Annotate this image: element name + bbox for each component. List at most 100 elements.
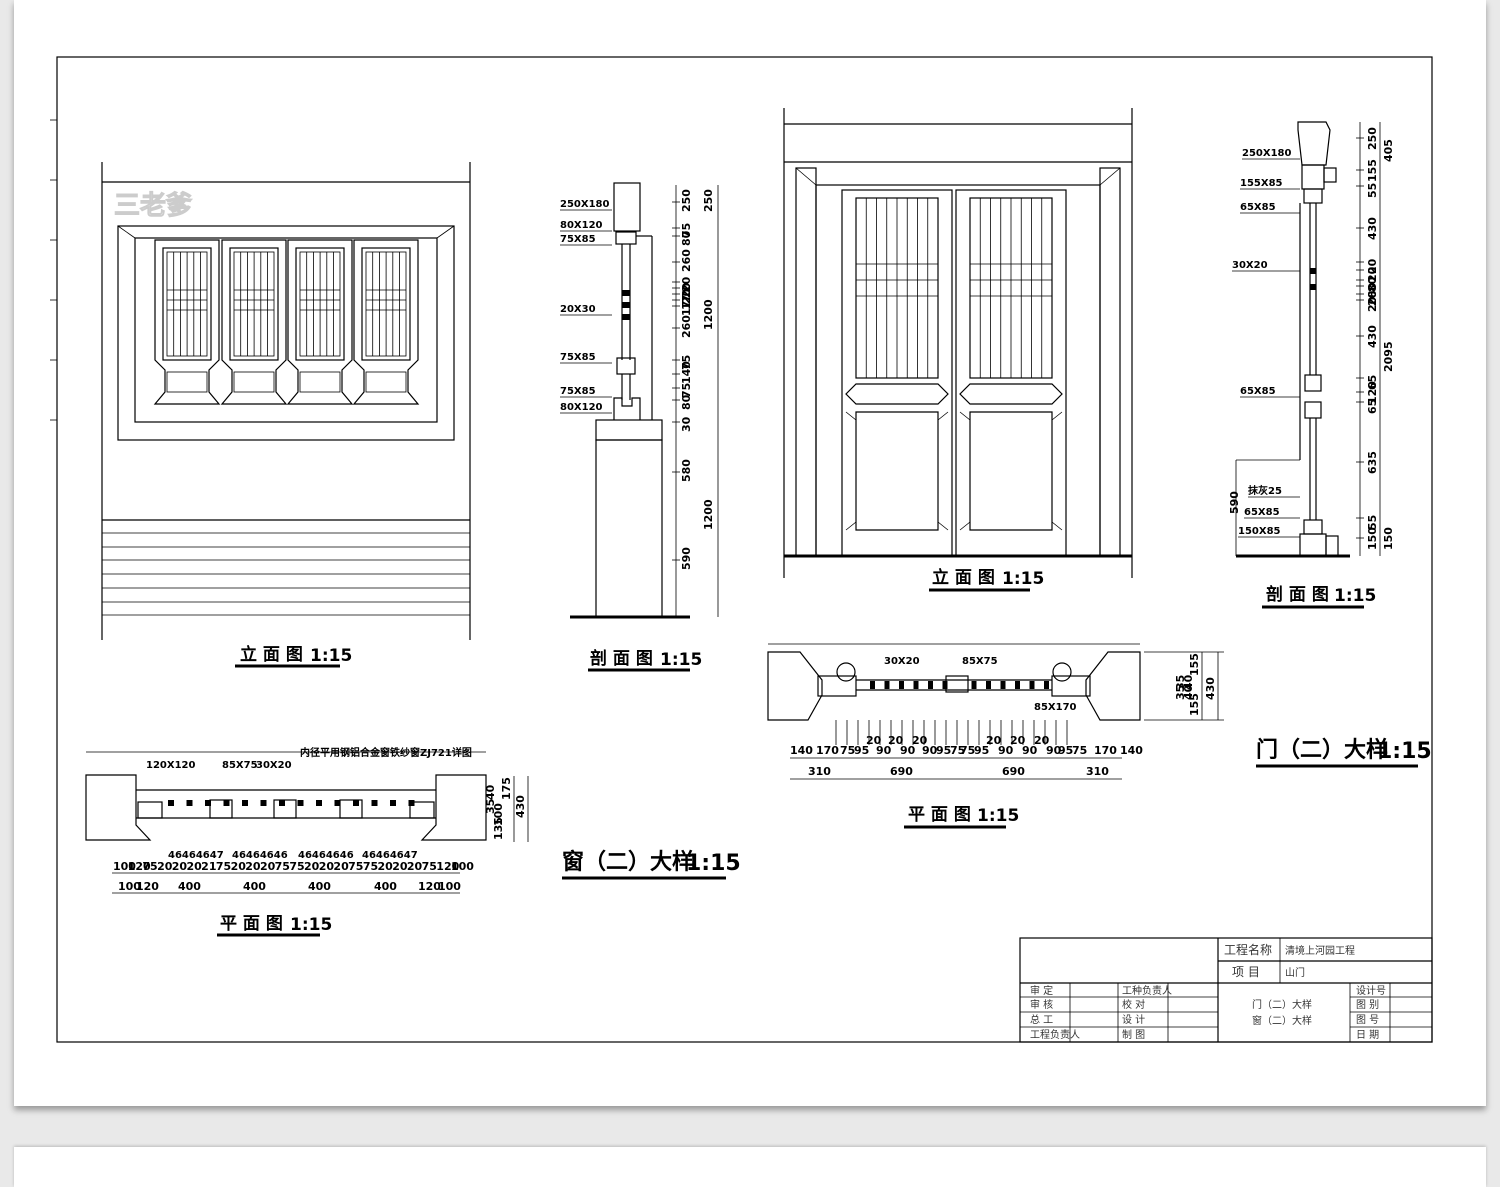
watermark-text: 三老爹 [114,191,192,221]
door-plan-dim-15: 20 [986,734,1002,747]
window-plan-side-2: 40 [484,784,497,800]
window-plan [85,751,487,841]
item-value: 山门 [1285,966,1305,979]
title-block-mid-2: 校 对 [1122,998,1145,1011]
door-plan-dim-17: 20 [1010,734,1026,747]
drawing-name-2: 窗（二）大样 [1252,1014,1312,1027]
title-block-left-2: 审 核 [1030,998,1053,1011]
door-plan-dim-2: 170 [816,744,839,757]
door-plan-side-3: 35 [1174,685,1187,700]
project-name-label: 工程名称 [1224,942,1272,957]
window-section-label-5: 75X85 [560,352,596,363]
window-plan-dim-21: 20 [407,860,423,873]
window-plan-total-2: 120 [136,880,159,893]
door-section-dim-17: 150 [1366,527,1379,550]
window-section-label-7: 80X120 [560,402,603,413]
window-plan-dim-4: 20 [157,860,173,873]
window-plan-side-6: 430 [514,795,527,818]
door-section-dim-11: 430 [1366,325,1379,348]
door-section-dim-7: 80 [1366,276,1379,292]
door-detail-title: 门（二）大样 [1256,737,1388,763]
window-plan-total-7: 120 [418,880,441,893]
door-detail-scale: 1:15 [1377,739,1432,764]
window-plan-dim-11: 20 [260,860,276,873]
window-sash-1 [153,239,221,405]
window-section-label-3: 75X85 [560,234,596,245]
window-plan-dim-9: 20 [231,860,247,873]
window-plan-total-6: 400 [374,880,397,893]
door-section-label-1: 250X180 [1242,148,1292,159]
window-plan-dim-17: 75 [348,860,363,873]
window-section-dim-3: 80 [680,230,693,246]
drawing-frame [56,56,1433,1043]
window-section-label-2: 80X120 [560,220,603,231]
window-plan-dim-18: 75 [363,860,378,873]
door-plan-label-2: 85X75 [962,656,998,667]
title-block-right-3: 图 号 [1356,1014,1379,1026]
door-section-label-3: 65X85 [1240,202,1276,213]
door-section-dim-13: 120 [1366,381,1379,404]
door-plan-side-5: 40 [1182,684,1195,700]
door-section-label-4: 30X20 [1232,260,1268,271]
window-plan-dim-23: 120 [436,860,459,873]
window-plan-dim-6: 20 [186,860,202,873]
door-plan-dim-11: 95 [936,744,951,757]
window-section-dim-17: 590 [680,547,693,570]
window-sash-2 [220,239,288,405]
window-section-dim-2: 75 [680,223,693,238]
door-leaf-1 [841,189,953,557]
door-section-dim-2: 155 [1366,159,1379,182]
window-section-total-2: 1200 [702,299,715,330]
title-block-right-4: 日 期 [1356,1029,1379,1041]
window-section-label-1: 250X180 [560,199,610,210]
door-section-total-2: 2095 [1382,341,1395,372]
door-elevation-title: 立 面 图 [932,567,995,588]
door-plan-dim-1: 140 [790,744,813,757]
door-section-dim-1: 250 [1366,127,1379,150]
door-section-dim-left: 590 [1228,491,1241,514]
door-plan-side-2: 35 [1174,675,1187,690]
window-section-dim-9: 17 [680,301,693,316]
window-plan-dim-top-1: 46464647 [168,850,224,861]
window-plan-dim-7: 21 [201,860,216,873]
door-plan-dim-19: 20 [1034,734,1050,747]
door-plan-title: 平 面 图 [908,805,971,825]
door-plan-dim-9: 20 [912,734,928,747]
window-section-title: 剖 面 图 [590,648,653,669]
window-sash-3 [286,239,354,405]
title-block [1019,937,1433,1043]
door-plan-dim-14: 95 [974,744,989,757]
door-plan-dim-4: 95 [854,744,869,757]
door-section-dim-10: 20 [1366,296,1379,312]
door-section-total-1: 405 [1382,139,1395,162]
window-plan-dim-16: 20 [333,860,349,873]
window-plan-total-4: 400 [243,880,266,893]
door-leaf-2 [955,189,1067,557]
door-plan-dim-23: 170 [1094,744,1117,757]
door-plan-label-3: 85X170 [1034,702,1077,713]
door-elevation-scale: 1:15 [1002,569,1044,589]
window-section-total-3: 1200 [702,499,715,530]
window-elevation [101,162,471,640]
window-section-dim-4: 260 [680,249,693,272]
window-plan-label-2: 85X75 [222,760,258,771]
door-plan-dim-12: 75 [950,744,965,757]
window-section [570,182,719,619]
door-section-scale: 1:15 [1334,586,1376,606]
door-plan-side-7: 430 [1204,677,1217,700]
window-plan-total-1: 100 [118,880,141,893]
door-section-dim-5: 20 [1366,258,1379,274]
window-plan-dim-14: 20 [304,860,320,873]
drawing-sheet: 三老爹 立 面 图 1:15 [14,0,1486,1106]
door-section-dim-14: 65 [1366,399,1379,414]
door-plan-total-2: 690 [890,765,913,778]
next-sheet-edge [14,1147,1486,1187]
door-section-title: 剖 面 图 [1266,584,1329,605]
drawing-name-1: 门（二）大样 [1252,998,1312,1011]
window-section-dim-5: 20 [680,276,693,292]
window-plan-dim-24: 100 [451,860,474,873]
window-plan-dim-20: 20 [392,860,408,873]
door-plan-dim-3: 75 [840,744,855,757]
door-plan-dim-24: 140 [1120,744,1143,757]
door-plan-total-3: 690 [1002,765,1025,778]
